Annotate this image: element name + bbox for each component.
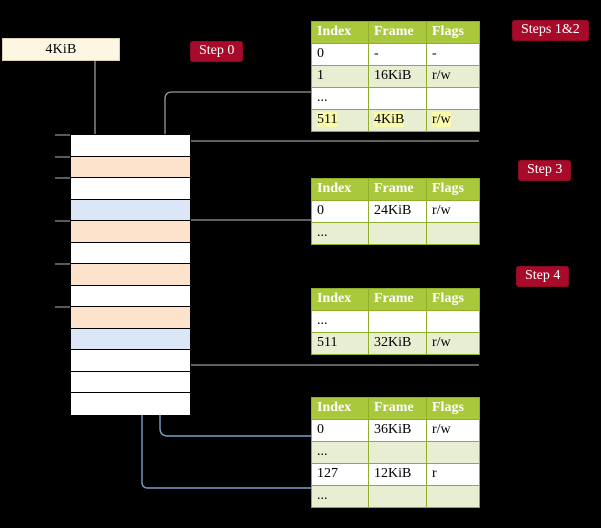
virtual-address-box: 4KiB (2, 38, 120, 61)
cell-flags: r/w (426, 332, 480, 355)
column-header-index: Index (311, 397, 369, 420)
cell-index: 0 (311, 419, 369, 442)
memory-tick-mark (55, 155, 70, 158)
step-badge-1-2: Steps 1&2 (512, 20, 589, 41)
memory-frame-row (71, 393, 190, 415)
column-header-index: Index (311, 288, 369, 311)
cell-frame (368, 87, 427, 110)
cell-frame (368, 310, 427, 333)
memory-frame-row (71, 221, 190, 243)
cell-frame: 4KiB (368, 109, 427, 132)
cell-flags (426, 441, 480, 464)
column-header-frame: Frame (368, 178, 427, 201)
step-badge-3: Step 3 (518, 160, 572, 181)
cell-index: 511 (311, 332, 369, 355)
cell-index: 0 (311, 200, 369, 223)
cell-frame (368, 222, 427, 245)
table-row: ... (311, 441, 480, 464)
memory-frame-row (71, 328, 190, 350)
table-row: ... (311, 222, 480, 245)
memory-frame-row (71, 307, 190, 329)
cell-flags: r (426, 463, 480, 486)
memory-tick-mark (55, 263, 70, 265)
column-header-flags: Flags (426, 288, 480, 311)
memory-tick-mark (55, 220, 70, 222)
cell-flags (426, 87, 480, 110)
cell-flags (426, 222, 480, 245)
memory-frame-row (71, 199, 190, 221)
memory-frame-row (71, 178, 190, 200)
table-row: ... (311, 485, 480, 508)
column-header-flags: Flags (426, 178, 480, 201)
column-header-frame: Frame (368, 288, 427, 311)
memory-frame-row (71, 285, 190, 307)
step-badge-4: Step 4 (516, 266, 570, 287)
step-badge-0: Step 0 (190, 41, 244, 62)
cell-flags: r/w (426, 200, 480, 223)
cell-flags: - (426, 43, 480, 66)
cell-frame: 12KiB (368, 463, 427, 486)
cell-index: ... (311, 222, 369, 245)
cell-flags (426, 485, 480, 508)
cell-frame: 24KiB (368, 200, 427, 223)
cell-index: 511 (311, 109, 369, 132)
memory-frame-row (71, 242, 190, 264)
table-row: 511 4KiB r/w (311, 109, 480, 132)
memory-tick-mark (55, 177, 70, 179)
column-header-flags: Flags (426, 21, 480, 44)
cell-flags: r/w (426, 419, 480, 442)
memory-frame-row (71, 156, 190, 178)
cell-flags (426, 310, 480, 333)
column-header-frame: Frame (368, 21, 427, 44)
column-header-index: Index (311, 178, 369, 201)
cell-frame: 36KiB (368, 419, 427, 442)
physical-memory-column (70, 134, 191, 415)
cell-frame (368, 441, 427, 464)
highlight-span: 511 (317, 112, 338, 127)
column-header-flags: Flags (426, 397, 480, 420)
memory-tick-mark (55, 134, 70, 136)
highlight-span: r/w (432, 112, 451, 127)
table-row: ... (311, 310, 480, 333)
cell-frame: 16KiB (368, 65, 427, 88)
memory-frame-row (71, 371, 190, 393)
cell-index: 0 (311, 43, 369, 66)
memory-frame-row (71, 264, 190, 286)
cell-index: ... (311, 310, 369, 333)
virtual-address-label: 4KiB (45, 41, 77, 57)
cell-frame: 32KiB (368, 332, 427, 355)
cell-index: ... (311, 441, 369, 464)
memory-frame-row (71, 135, 190, 157)
table-row: ... (311, 87, 480, 110)
cell-index: 127 (311, 463, 369, 486)
memory-frame-row (71, 350, 190, 372)
table-row: 0-- (311, 43, 480, 66)
cell-frame: - (368, 43, 427, 66)
cell-flags: r/w (426, 65, 480, 88)
memory-tick-mark (55, 306, 70, 308)
highlight-span: 4KiB (374, 112, 405, 127)
cell-index: ... (311, 485, 369, 508)
column-header-index: Index (311, 21, 369, 44)
column-header-frame: Frame (368, 397, 427, 420)
cell-index: 1 (311, 65, 369, 88)
cell-index: ... (311, 87, 369, 110)
cell-frame (368, 485, 427, 508)
cell-flags: r/w (426, 109, 480, 132)
